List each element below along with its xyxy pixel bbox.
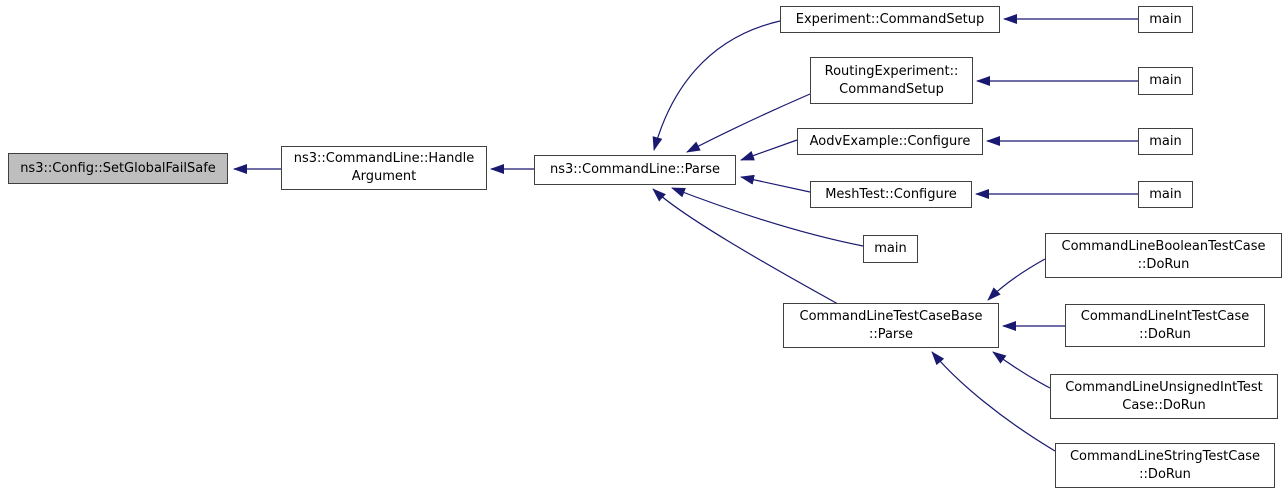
edge-experiment-command-setup-to-parse — [652, 20, 781, 151]
node-aodv-example-configure-label: AodvExample::Configure — [809, 133, 971, 149]
edge-boolean-do-run-to-test-case-base — [987, 258, 1046, 301]
node-mesh-test-configure-label: MeshTest::Configure — [825, 186, 957, 202]
node-unsigned-int-test-case-do-run-label: CommandLineUnsignedIntTest Case::DoRun — [1065, 379, 1263, 413]
node-handle-argument[interactable]: ns3::CommandLine::Handle Argument — [281, 146, 487, 190]
node-set-global-fail-safe-label: ns3::Config::SetGlobalFailSafe — [20, 160, 216, 176]
node-string-test-case-do-run-label: CommandLineStringTestCase ::DoRun — [1069, 448, 1261, 482]
node-main-routing-label: main — [1149, 73, 1182, 89]
node-routing-experiment-command-setup[interactable]: RoutingExperiment:: CommandSetup — [810, 57, 973, 104]
node-main-mesh-label: main — [1149, 186, 1182, 202]
node-boolean-test-case-do-run[interactable]: CommandLineBooleanTestCase ::DoRun — [1045, 233, 1282, 278]
edge-unsigned-int-do-run-to-test-case-base — [992, 351, 1051, 389]
edge-routing-experiment-to-parse — [686, 93, 811, 153]
node-commandline-parse-label: ns3::CommandLine::Parse — [549, 162, 721, 178]
node-main-routing[interactable]: main — [1138, 67, 1193, 95]
node-string-test-case-do-run[interactable]: CommandLineStringTestCase ::DoRun — [1055, 443, 1275, 488]
node-experiment-command-setup-label: Experiment::CommandSetup — [795, 11, 985, 27]
node-main-parse-label: main — [874, 241, 907, 257]
node-main-aodv[interactable]: main — [1138, 128, 1193, 155]
node-commandline-parse[interactable]: ns3::CommandLine::Parse — [534, 155, 736, 185]
node-int-test-case-do-run[interactable]: CommandLineIntTestCase ::DoRun — [1065, 304, 1265, 347]
node-main-experiment[interactable]: main — [1138, 6, 1193, 33]
edge-string-do-run-to-test-case-base — [931, 351, 1056, 452]
node-experiment-command-setup[interactable]: Experiment::CommandSetup — [780, 6, 1000, 33]
node-int-test-case-do-run-label: CommandLineIntTestCase ::DoRun — [1080, 308, 1250, 342]
node-unsigned-int-test-case-do-run[interactable]: CommandLineUnsignedIntTest Case::DoRun — [1050, 374, 1278, 419]
node-routing-experiment-command-setup-label: RoutingExperiment:: CommandSetup — [824, 63, 959, 97]
node-aodv-example-configure[interactable]: AodvExample::Configure — [797, 128, 983, 155]
node-main-parse[interactable]: main — [863, 235, 918, 263]
node-main-mesh[interactable]: main — [1138, 181, 1193, 208]
edge-aodv-configure-to-parse — [740, 139, 798, 161]
node-mesh-test-configure[interactable]: MeshTest::Configure — [810, 181, 972, 208]
node-test-case-base-parse[interactable]: CommandLineTestCaseBase ::Parse — [783, 303, 999, 348]
edge-mesh-configure-to-parse — [740, 174, 811, 193]
node-test-case-base-parse-label: CommandLineTestCaseBase ::Parse — [799, 308, 983, 342]
node-handle-argument-label: ns3::CommandLine::Handle Argument — [293, 151, 475, 184]
node-main-aodv-label: main — [1149, 133, 1182, 149]
node-boolean-test-case-do-run-label: CommandLineBooleanTestCase ::DoRun — [1061, 238, 1266, 272]
node-set-global-fail-safe: ns3::Config::SetGlobalFailSafe — [8, 153, 228, 184]
node-main-experiment-label: main — [1149, 11, 1182, 27]
